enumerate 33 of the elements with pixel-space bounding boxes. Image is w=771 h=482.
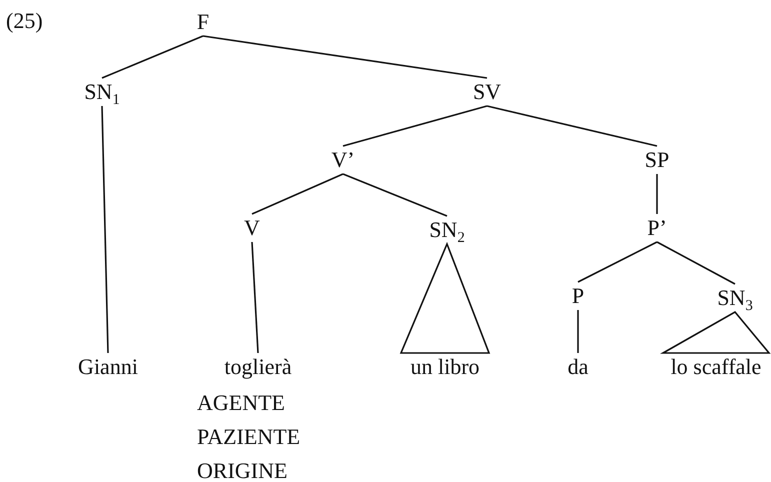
tree-node-label: P <box>572 285 584 307</box>
tree-node-label: SN$_{2}$ <box>429 219 465 241</box>
branch-line <box>577 310 579 353</box>
tree-node-label: toglierà <box>224 356 292 378</box>
tree-node-label: da <box>568 356 588 378</box>
example-number: (25) <box>6 10 43 32</box>
tree-node-label: SN$_{1}$ <box>84 81 120 103</box>
role-label: AGENTE <box>197 392 285 414</box>
branch-line <box>101 106 109 354</box>
branch-line <box>342 173 448 217</box>
tree-node-label: V’ <box>331 149 355 171</box>
triangle-branch <box>400 242 490 354</box>
branch-line <box>656 174 658 214</box>
tree-node-label: SV <box>472 81 502 103</box>
branch-line <box>252 173 344 215</box>
tree-node-label: F <box>196 11 210 33</box>
branch-line <box>578 241 658 283</box>
tree-node-label: un libro <box>410 356 480 378</box>
tree-node-label: P’ <box>647 217 667 239</box>
role-label: PAZIENTE <box>197 426 300 448</box>
role-label: ORIGINE <box>197 460 288 482</box>
branch-line <box>251 242 259 354</box>
triangle-branch <box>660 310 771 354</box>
tree-node-label: SN$_{3}$ <box>717 287 753 309</box>
branch-line <box>202 35 488 79</box>
tree-node-label: lo scaffale <box>670 356 762 378</box>
branch-line <box>656 241 736 285</box>
tree-node-label: SP <box>644 149 670 171</box>
tree-node-label: Gianni <box>78 356 138 378</box>
tree-node-label: V <box>244 217 260 239</box>
branch-line <box>486 105 658 147</box>
branch-line <box>342 105 488 147</box>
branch-line <box>102 35 204 79</box>
